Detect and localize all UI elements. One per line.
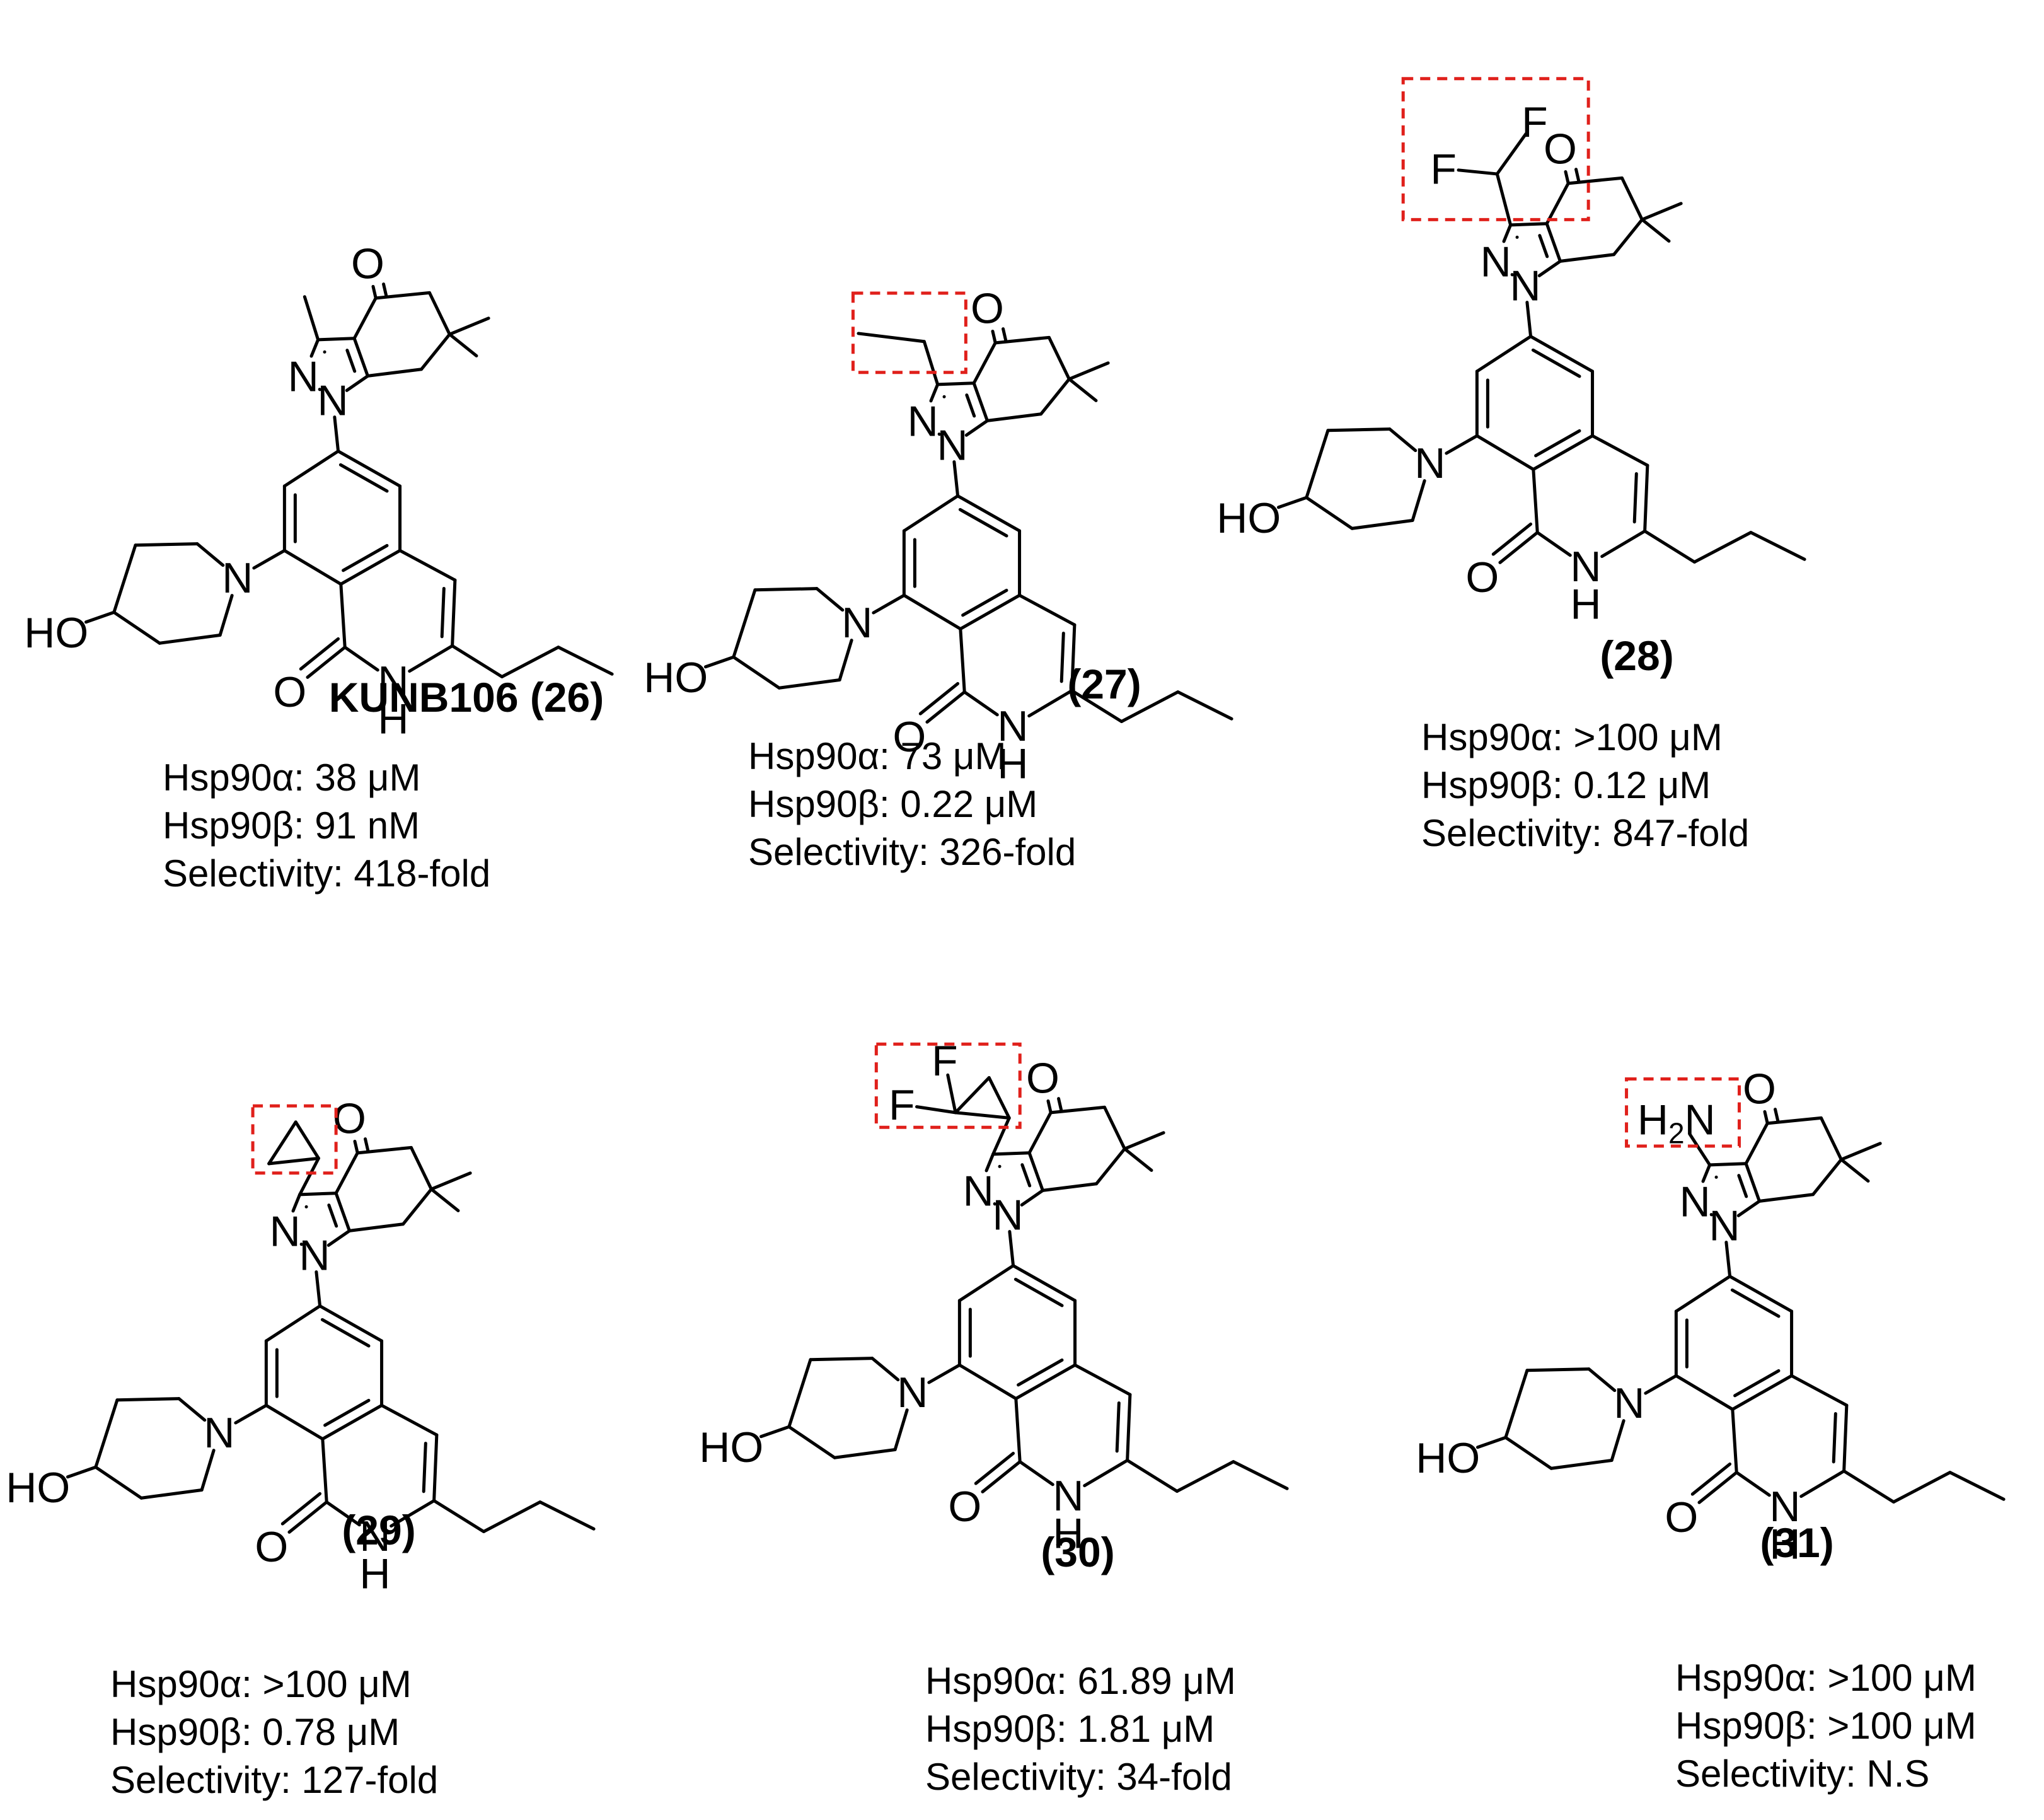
pyrazole-n2-label: N <box>1680 1178 1711 1226</box>
pyrazole-n2-label: N <box>288 352 319 400</box>
activity-line: Hsp90β: 0.78 μM <box>110 1711 400 1753</box>
activity-line: Hsp90α: >100 μM <box>1675 1657 1977 1699</box>
lactam-oxygen-label: O <box>1465 554 1499 601</box>
pyrazole-n1-label: N <box>317 377 348 425</box>
fluorine-label: F <box>1521 98 1548 146</box>
activity-line: Hsp90β: >100 μM <box>1675 1705 1977 1747</box>
amine-label: H2N <box>1637 1096 1716 1149</box>
pyrazole-n2-label: N <box>1481 238 1511 286</box>
modification-highlight-box <box>253 1106 336 1173</box>
lactam-oxygen-label: O <box>255 1523 288 1571</box>
ketone-oxygen-label: O <box>1743 1065 1776 1113</box>
activity-line: Selectivity: 127-fold <box>110 1759 438 1801</box>
piperidine-nitrogen-label: N <box>897 1369 928 1417</box>
activity-line: Selectivity: 418-fold <box>163 852 490 895</box>
activity-line: Hsp90α: 61.89 μM <box>925 1660 1236 1702</box>
activity-line: Selectivity: N.S <box>1675 1753 1929 1795</box>
piperidine-nitrogen-label: N <box>1414 439 1445 487</box>
pyrazole-n1-label: N <box>1510 262 1540 310</box>
hydroxyl-label: HO <box>1216 494 1281 542</box>
pyrazole-n2-label: N <box>270 1207 301 1255</box>
activity-line: Hsp90β: 91 nM <box>163 804 420 847</box>
activity-line: Hsp90β: 1.81 μM <box>925 1708 1215 1750</box>
amine-nitrogen: N <box>1685 1096 1716 1144</box>
pyrazole-n1-label: N <box>299 1232 330 1280</box>
compound-label: (31) <box>1760 1519 1833 1566</box>
pyrazole-n1-label: N <box>1709 1202 1740 1250</box>
activity-line: Hsp90α: >100 μM <box>1421 716 1723 758</box>
hydroxyl-label: HO <box>644 654 708 702</box>
piperidine-nitrogen-label: N <box>841 599 872 647</box>
lactam-oxygen-label: O <box>273 668 306 716</box>
compound-label: (30) <box>1041 1529 1114 1575</box>
hydroxyl-label: HO <box>6 1464 70 1512</box>
activity-line: Hsp90α: 38 μM <box>163 756 420 799</box>
compound-label: (28) <box>1600 632 1673 679</box>
fluorine-label: F <box>1430 145 1457 193</box>
lactam-oxygen-label: O <box>948 1483 981 1531</box>
ketone-oxygen-label: O <box>333 1094 366 1142</box>
lactam-hydrogen-label: H <box>359 1550 390 1598</box>
pyrazole-n1-label: N <box>937 422 967 470</box>
pyrazole-n2-label: N <box>908 397 938 445</box>
fluorine-label: F <box>889 1081 915 1129</box>
hydroxyl-label: HO <box>1416 1434 1480 1482</box>
ketone-oxygen-label: O <box>971 284 1004 332</box>
piperidine-nitrogen-label: N <box>1614 1379 1644 1427</box>
lactam-hydrogen-label: H <box>1570 581 1601 629</box>
pyrazole-n1-label: N <box>992 1191 1023 1239</box>
compound-label: (29) <box>342 1507 415 1553</box>
activity-line: Hsp90β: 0.22 μM <box>748 783 1037 825</box>
hydroxyl-label: HO <box>24 609 88 657</box>
compound-label: KUNB106 (26) <box>329 674 604 721</box>
ketone-oxygen-label: O <box>1026 1054 1060 1102</box>
activity-line: Selectivity: 34-fold <box>925 1756 1232 1798</box>
ketone-oxygen-label: O <box>1544 125 1577 173</box>
modification-highlight-box <box>853 293 966 373</box>
amine-hydrogen: H <box>1637 1096 1668 1144</box>
activity-line: Selectivity: 847-fold <box>1421 812 1749 854</box>
piperidine-nitrogen-label: N <box>222 554 253 602</box>
activity-line: Hsp90β: 0.12 μM <box>1421 764 1711 806</box>
activity-line: Selectivity: 326-fold <box>748 831 1076 873</box>
lactam-oxygen-label: O <box>1665 1493 1698 1541</box>
hydroxyl-label: HO <box>699 1423 763 1471</box>
ketone-oxygen-label: O <box>351 240 384 287</box>
activity-line: Hsp90α: >100 μM <box>110 1663 412 1705</box>
compound-label: (27) <box>1067 661 1141 707</box>
piperidine-nitrogen-label: N <box>204 1409 234 1457</box>
activity-line: Hsp90α: 73 μM <box>748 735 1006 777</box>
pyrazole-n2-label: N <box>963 1167 994 1215</box>
